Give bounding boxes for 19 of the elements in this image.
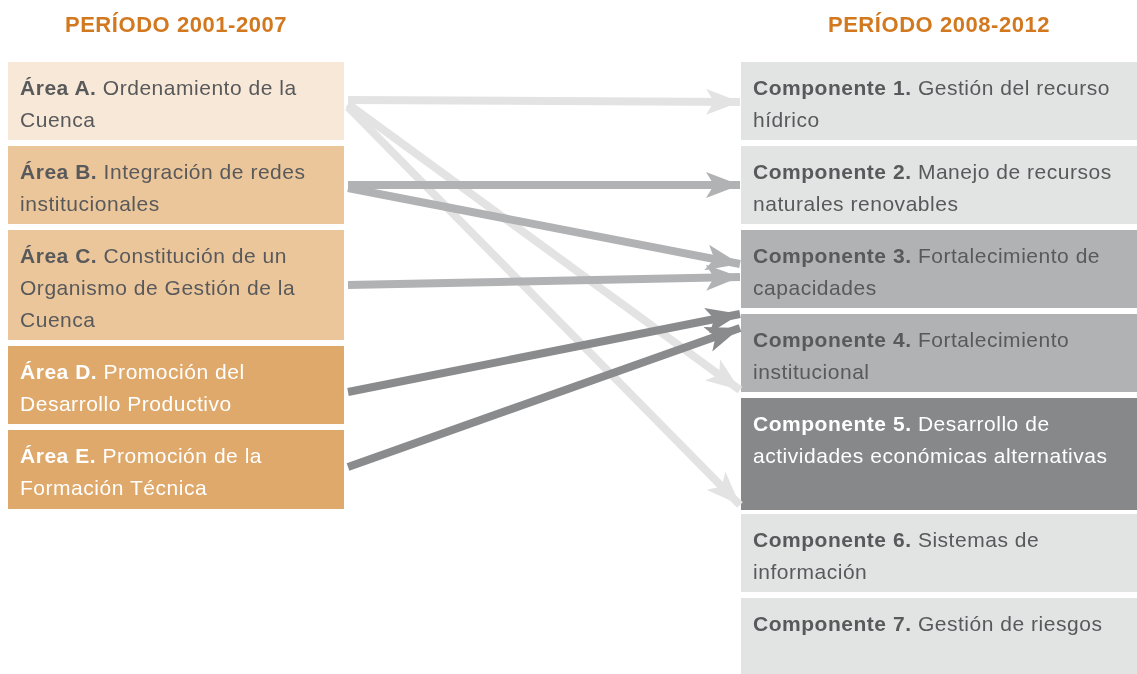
text-box: Área E. Promoción de la Formación Técnica: [8, 430, 344, 509]
arrow: [346, 324, 742, 471]
arrow: [348, 172, 740, 198]
text-box: Componente 2. Manejo de recursos naturales renovables: [741, 146, 1137, 224]
text-box: Componente 4. Fortalecimiento institucional: [741, 314, 1137, 392]
text-box: Área D. Promoción del Desarrollo Productivo: [8, 346, 344, 424]
arrow: [347, 307, 741, 396]
text-box: Componente 6. Sistemas de información: [741, 514, 1137, 592]
text-box: Componente 1. Gestión del recurso hídrico: [741, 62, 1137, 140]
arrow: [347, 264, 741, 291]
column-heading: PERÍODO 2008-2012: [827, 11, 1051, 39]
text-box: Componente 3. Fortalecimiento de capacidades: [741, 230, 1137, 308]
text-box: Área C. Constitución de un Organismo de Gestión de la Cuenca: [8, 230, 344, 340]
text-box: Área B. Integración de redes institucionales: [8, 146, 344, 224]
text-box: Componente 7. Gestión de riesgos: [741, 598, 1137, 674]
text-box: Componente 5. Desarrollo de actividades económicas alternativas: [741, 398, 1137, 510]
text-box: Área A. Ordenamiento de la Cuenca: [8, 62, 344, 140]
column-heading: PERÍODO 2001-2007: [64, 11, 288, 39]
arrow: [348, 88, 740, 115]
